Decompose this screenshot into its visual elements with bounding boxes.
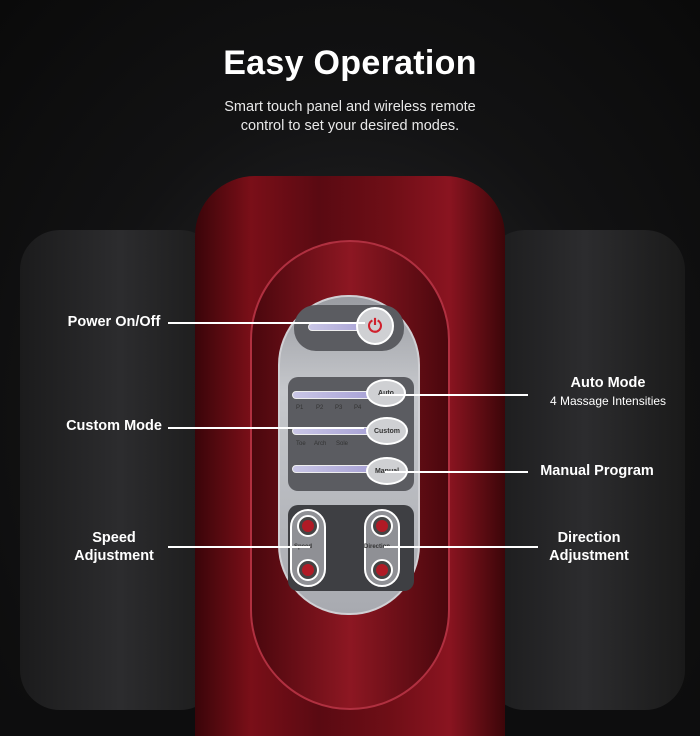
arrow-up-icon — [376, 520, 388, 532]
zone-label: Arch — [314, 441, 327, 447]
direction-label: Direction — [364, 544, 391, 550]
power-label: Power On/Off — [67, 314, 161, 330]
label-line: Adjustment — [74, 548, 154, 564]
speed-down-button[interactable] — [297, 559, 319, 581]
zone-label: Sole — [336, 441, 349, 447]
power-button[interactable]: ⏻ — [356, 307, 394, 345]
auto-mode-subtitle: 4 Massage Intensities — [549, 394, 667, 408]
page-title: Easy Operation — [223, 44, 477, 82]
custom-button[interactable]: Custom — [366, 417, 408, 445]
custom-mode-label: Custom Mode — [66, 418, 162, 434]
arrow-down-icon — [376, 564, 388, 576]
manual-bar — [292, 465, 372, 473]
leader-line — [385, 471, 528, 473]
speed-up-button[interactable] — [297, 515, 319, 537]
subtitle-line: control to set your desired modes. — [240, 118, 460, 134]
leader-line — [168, 427, 364, 429]
auto-mode-title: Auto Mode — [570, 375, 646, 391]
label-line: Speed — [92, 530, 136, 546]
auto-button[interactable]: Auto — [366, 379, 406, 407]
auto-mode-label: Auto Mode 4 Massage Intensities — [538, 374, 678, 410]
leader-line — [384, 546, 538, 548]
arrow-up-icon — [302, 520, 314, 532]
preset-label: P4 — [354, 405, 362, 411]
subtitle: Smart touch panel and wireless remote con… — [0, 98, 700, 136]
control-panel: ⏻ Auto P1 P2 P3 P4 Custom Toe Arch Sole … — [278, 295, 420, 615]
manual-program-label: Manual Program — [540, 463, 654, 479]
subtitle-line: Smart touch panel and wireless remote — [224, 99, 476, 115]
preset-label: P1 — [296, 405, 304, 411]
left-foot-pad — [20, 230, 220, 710]
zone-label: Toe — [296, 441, 306, 447]
preset-label: P2 — [316, 405, 324, 411]
arrow-down-icon — [302, 564, 314, 576]
leader-line — [380, 394, 528, 396]
direction-up-button[interactable] — [371, 515, 393, 537]
auto-bar — [292, 391, 372, 399]
preset-label: P3 — [335, 405, 343, 411]
label-line: Adjustment — [549, 548, 629, 564]
power-icon: ⏻ — [367, 315, 383, 336]
leader-line — [168, 546, 310, 548]
label-line: Direction — [557, 530, 621, 546]
leader-line — [168, 322, 365, 324]
direction-down-button[interactable] — [371, 559, 393, 581]
right-foot-pad — [485, 230, 685, 710]
